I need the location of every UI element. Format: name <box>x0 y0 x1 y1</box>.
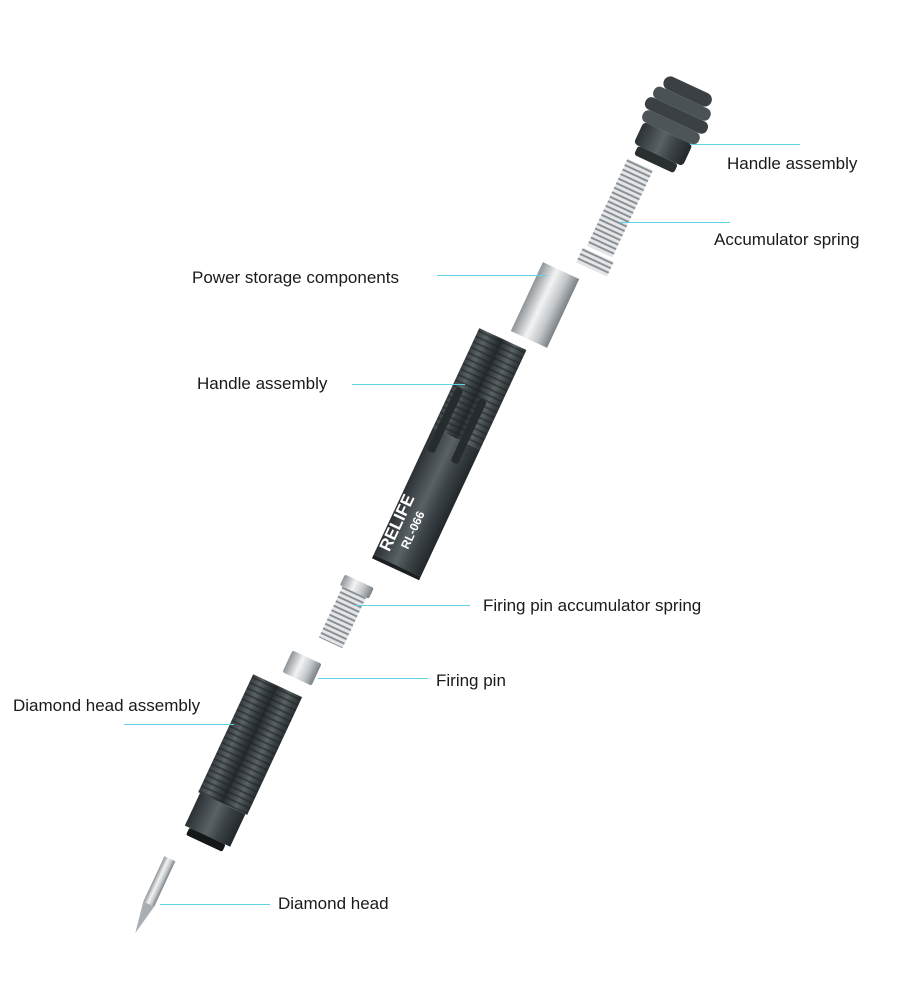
firing-pin-part <box>283 651 321 685</box>
label-firing-pin: Firing pin <box>436 671 506 690</box>
label-handle-assembly-top: Handle assembly <box>727 154 858 173</box>
label-firing-pin-accumulator-spring: Firing pin accumulator spring <box>483 596 702 615</box>
power-storage-part <box>510 262 580 348</box>
leader-diamond-head <box>160 904 270 905</box>
label-accumulator-spring: Accumulator spring <box>714 230 860 249</box>
leader-firing-pin <box>318 678 428 679</box>
label-handle-assembly-mid: Handle assembly <box>197 374 328 393</box>
leader-diamond-head-assembly <box>124 724 234 725</box>
leader-handle-assembly-top <box>690 144 800 145</box>
accumulator-spring-part <box>587 158 653 258</box>
leader-firing-pin-spring <box>355 605 470 606</box>
label-diamond-head-assembly: Diamond head assembly <box>13 696 201 715</box>
leader-handle-assembly-mid <box>352 384 465 385</box>
label-power-storage-components: Power storage components <box>192 268 399 287</box>
leader-power-storage <box>437 275 547 276</box>
label-diamond-head: Diamond head <box>278 894 389 913</box>
handle-cap <box>634 76 712 173</box>
diamond-head-part <box>135 856 176 934</box>
diamond-head-assembly-part <box>184 674 303 852</box>
leader-accumulator-spring <box>620 222 730 223</box>
handle-body <box>371 328 527 581</box>
firing-pin-spring-part <box>318 575 374 649</box>
